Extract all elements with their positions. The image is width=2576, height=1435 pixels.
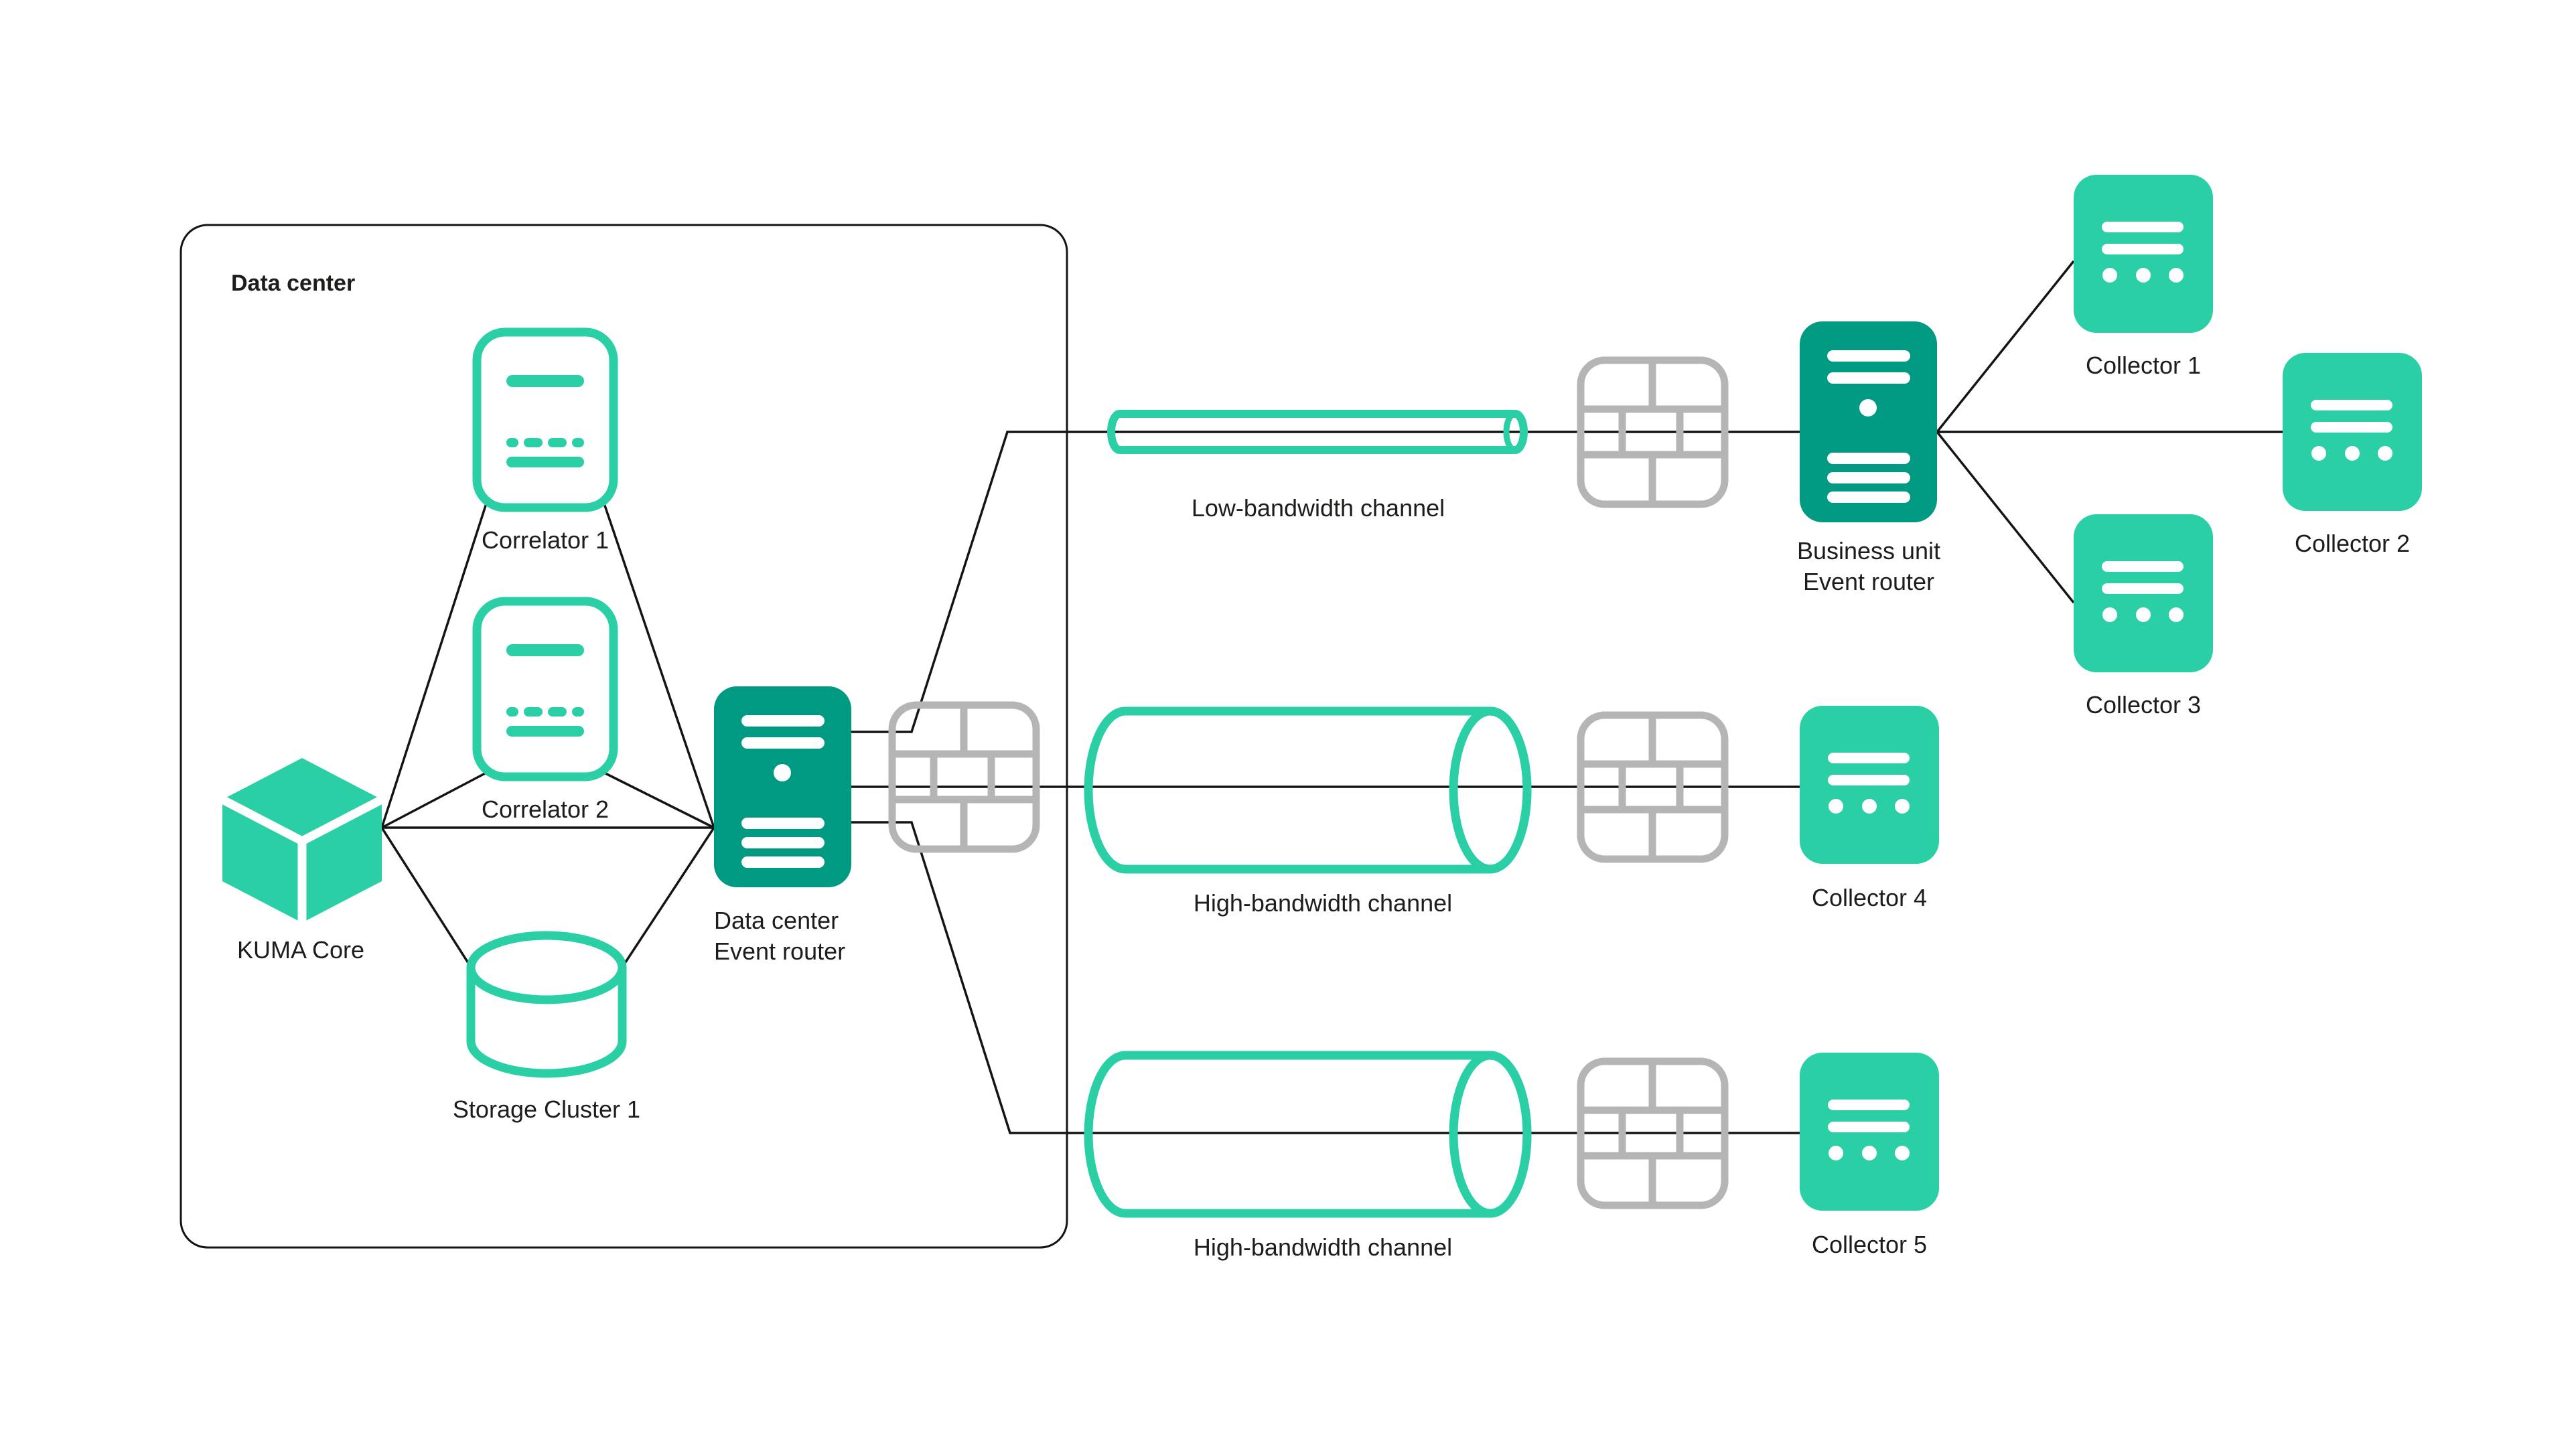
edge-kuma-correlator1 <box>380 503 488 828</box>
low-bandwidth-channel-label: Low-bandwidth channel <box>1191 494 1445 522</box>
bu-router-label-line1: Business unit <box>1796 537 1941 564</box>
connection-lines <box>380 260 2283 1134</box>
collector2-label: Collector 2 <box>2294 530 2411 557</box>
edge-correlator1-dc-router <box>603 503 715 828</box>
edge-dc-router-collector5 <box>851 821 1800 1134</box>
edge-dc-router-bu-router <box>851 431 1800 733</box>
kuma-core-label: KUMA Core <box>236 936 365 964</box>
collector4-label: Collector 4 <box>1811 884 1928 911</box>
collector-5-icon <box>1800 1053 1939 1211</box>
data-center-boundary <box>180 224 1068 1249</box>
edge-kuma-correlator2 <box>381 771 487 829</box>
edge-bu-router-collector1 <box>1936 260 2075 433</box>
dc-router-label: Data center Event router <box>714 905 845 967</box>
correlator1-label: Correlator 1 <box>481 526 610 554</box>
bu-event-router-icon <box>1800 321 1937 522</box>
collector-1-icon <box>2074 175 2213 333</box>
collector-2-icon <box>2283 353 2422 511</box>
edge-storage-dc-router <box>618 827 715 973</box>
collector5-label: Collector 5 <box>1811 1231 1928 1258</box>
collector1-label: Collector 1 <box>2085 352 2202 379</box>
bu-router-label-line2: Event router <box>1802 568 1935 595</box>
high-bandwidth-channel-bottom-label: High-bandwidth channel <box>1193 1233 1453 1261</box>
thin-pipe-icon <box>1107 410 1528 454</box>
correlator-2-icon <box>472 597 618 781</box>
edge-bu-router-collector3 <box>1936 431 2075 604</box>
wide-pipe-icon-middle <box>1084 706 1532 874</box>
data-center-group-title: Data center <box>231 271 356 296</box>
high-bandwidth-channel-mid-label: High-bandwidth channel <box>1193 889 1453 917</box>
correlator2-label: Correlator 2 <box>481 796 610 823</box>
correlator-1-icon <box>472 327 618 512</box>
firewall-icon-d <box>1577 1057 1729 1209</box>
bu-router-label: Business unit Event router <box>1797 536 1940 597</box>
firewall-icon-a <box>888 701 1040 853</box>
wide-pipe-icon-bottom <box>1084 1051 1532 1218</box>
cube-icon <box>220 758 384 923</box>
edge-kuma-storage <box>380 827 476 973</box>
firewall-icon-b <box>1577 356 1729 508</box>
dc-router-label-line1: Data center <box>714 907 839 934</box>
collector-4-icon <box>1800 706 1939 864</box>
database-cylinder-icon <box>466 931 627 1078</box>
collector3-label: Collector 3 <box>2085 691 2202 719</box>
dc-router-label-line2: Event router <box>714 937 846 965</box>
collector-3-icon <box>2074 514 2213 672</box>
dc-event-router-icon <box>714 686 851 887</box>
edge-correlator2-dc-router <box>603 771 715 829</box>
storage-cluster-label: Storage Cluster 1 <box>452 1096 641 1123</box>
firewall-icon-c <box>1577 711 1729 863</box>
